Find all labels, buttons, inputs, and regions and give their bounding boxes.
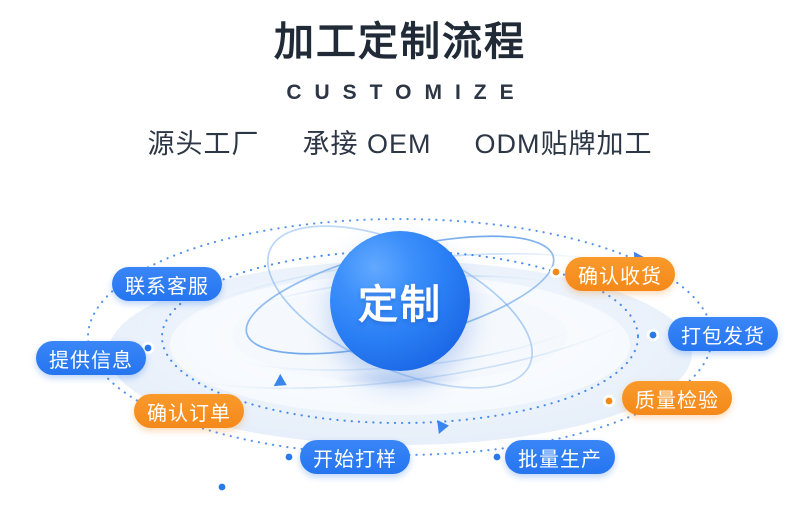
center-sphere-label: 定制 bbox=[358, 283, 442, 327]
step-pill-contact-service[interactable]: 联系客服 bbox=[112, 267, 222, 301]
center-sphere: 定制 bbox=[330, 231, 470, 371]
step-pill-start-sampling[interactable]: 开始打样 bbox=[300, 440, 410, 474]
step-pill-label: 开始打样 bbox=[313, 448, 397, 471]
subtitle-part-source-factory: 源头工厂 bbox=[147, 129, 260, 159]
step-pill-label: 打包发货 bbox=[681, 325, 765, 348]
step-pill-confirm-order[interactable]: 确认订单 bbox=[134, 394, 244, 428]
header: 加工定制流程 CUSTOMIZE 源头工厂 承接 OEM ODM贴牌加工 bbox=[0, 0, 800, 158]
subtitle-part-oem: 承接 OEM bbox=[302, 129, 432, 159]
step-pill-provide-info[interactable]: 提供信息 bbox=[36, 341, 146, 375]
step-pill-quality-check[interactable]: 质量检验 bbox=[622, 381, 732, 415]
step-pill-confirm-receipt[interactable]: 确认收货 bbox=[565, 257, 675, 291]
page-title: 加工定制流程 bbox=[274, 20, 526, 64]
subtitle-english: CUSTOMIZE bbox=[286, 81, 527, 104]
step-pill-mass-production[interactable]: 批量生产 bbox=[505, 440, 615, 474]
step-pill-label: 质量检验 bbox=[635, 389, 719, 412]
step-pill-label: 提供信息 bbox=[49, 349, 133, 372]
step-pill-label: 确认收货 bbox=[578, 265, 662, 288]
subtitle-part-odm: ODM贴牌加工 bbox=[474, 129, 653, 159]
step-pill-pack-and-ship[interactable]: 打包发货 bbox=[668, 317, 778, 351]
subtitle-chinese: 源头工厂 承接 OEM ODM贴牌加工 bbox=[0, 131, 800, 158]
sphere-shadow bbox=[336, 371, 464, 389]
step-pill-label: 批量生产 bbox=[518, 448, 602, 471]
step-pill-label: 确认订单 bbox=[147, 402, 231, 425]
step-pill-label: 联系客服 bbox=[125, 275, 209, 298]
